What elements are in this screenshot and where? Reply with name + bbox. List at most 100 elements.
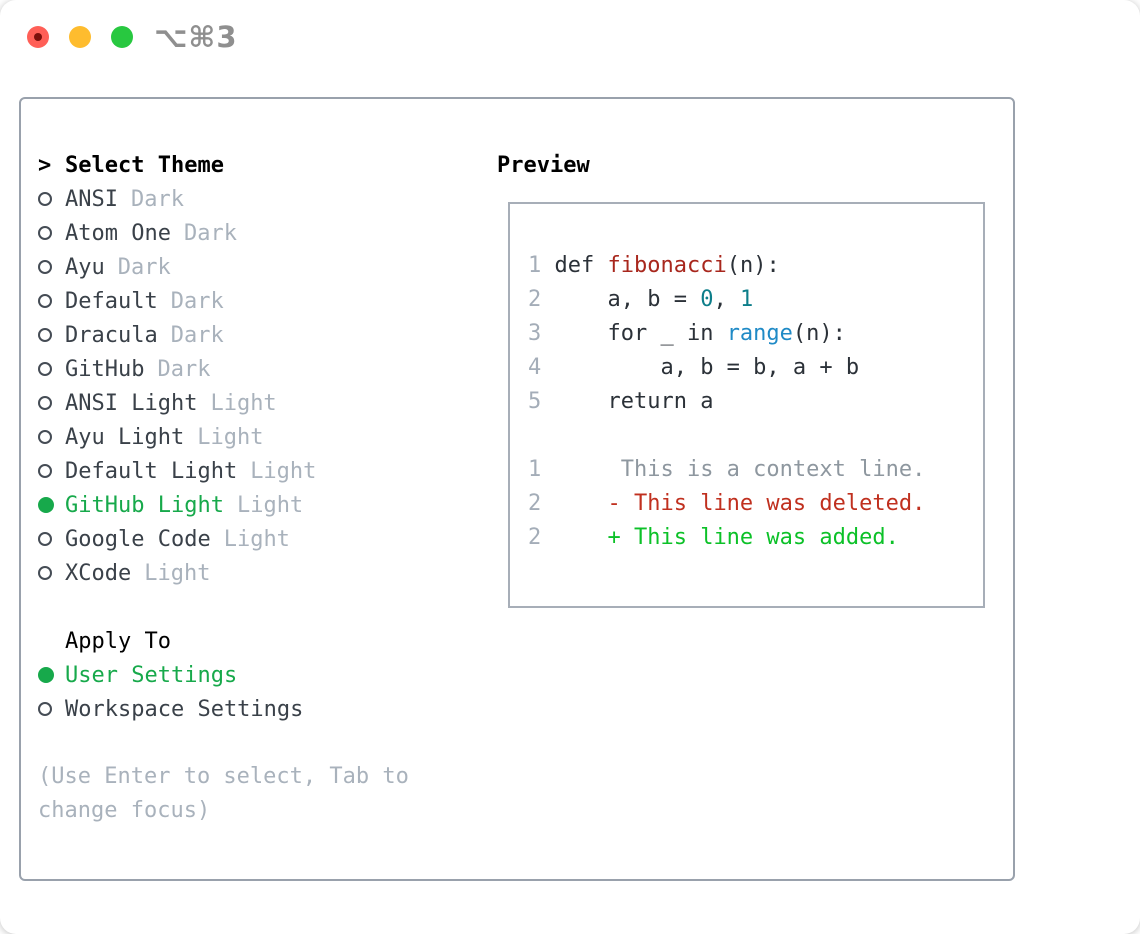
theme-name: GitHub Light xyxy=(65,492,224,518)
theme-name: Google Code xyxy=(65,526,211,552)
code-line: 3 for _ in range(n): xyxy=(528,316,983,350)
theme-variant: Light xyxy=(236,492,304,518)
code-token: for _ in xyxy=(554,320,727,346)
theme-option[interactable]: Google Code Light xyxy=(38,522,478,556)
theme-variant: Dark xyxy=(170,322,224,348)
code-line: 2 + This line was added. xyxy=(528,520,983,554)
titlebar: ⌥⌘3 xyxy=(0,0,1140,70)
theme-name: Ayu xyxy=(65,254,105,280)
theme-variant: Light xyxy=(197,424,264,450)
theme-option[interactable]: Ayu Dark xyxy=(38,250,478,284)
code-token: , xyxy=(713,286,740,312)
theme-option[interactable]: ANSI Light Light xyxy=(38,386,478,420)
code-token: fibonacci xyxy=(607,252,727,278)
theme-variant: Dark xyxy=(170,288,224,314)
apply-option-label: Workspace Settings xyxy=(65,696,304,722)
radio-icon xyxy=(38,192,65,206)
code-line: 1 def fibonacci(n): xyxy=(528,248,983,282)
code-token: def xyxy=(554,252,608,278)
preview-header: Preview xyxy=(497,152,590,178)
theme-option[interactable]: Default Dark xyxy=(38,284,478,318)
theme-name: GitHub xyxy=(65,356,145,382)
radio-icon xyxy=(38,260,65,274)
theme-name: Default xyxy=(65,288,158,314)
code-token: a, b = xyxy=(554,286,701,312)
theme-option[interactable]: Dracula Dark xyxy=(38,318,478,352)
code-line: 5 return a xyxy=(528,384,983,418)
code-token: + This line was added. xyxy=(554,524,899,550)
apply-option[interactable]: Workspace Settings xyxy=(38,692,478,726)
radio-icon xyxy=(38,396,65,410)
theme-option[interactable]: GitHub Light Light xyxy=(38,488,478,522)
theme-option[interactable]: XCode Light xyxy=(38,556,478,590)
selected-radio-icon xyxy=(38,667,65,683)
code-token: (n): xyxy=(792,320,846,346)
line-number: 2 xyxy=(528,524,555,550)
apply-option-label: User Settings xyxy=(65,662,238,688)
code-token: 1 xyxy=(739,286,754,312)
radio-icon xyxy=(38,362,65,376)
spacer xyxy=(38,590,478,624)
apply-to-header: Apply To xyxy=(65,628,171,654)
selected-radio-icon xyxy=(38,497,65,513)
close-button[interactable] xyxy=(27,26,49,48)
close-dot-icon xyxy=(34,33,42,41)
select-theme-header: Select Theme xyxy=(65,152,224,178)
code-line: 1 This is a context line. xyxy=(528,452,983,486)
theme-option[interactable]: Default Light Light xyxy=(38,454,478,488)
focus-caret-icon: > xyxy=(38,152,52,178)
theme-name: ANSI Light xyxy=(65,390,198,416)
theme-option[interactable]: Atom One Dark xyxy=(38,216,478,250)
radio-icon xyxy=(38,702,65,716)
theme-name: Dracula xyxy=(65,322,158,348)
theme-name: Atom One xyxy=(65,220,171,246)
radio-icon xyxy=(38,430,65,444)
window-title: ⌥⌘3 xyxy=(154,20,238,54)
line-number: 4 xyxy=(528,354,555,380)
code-token: (n): xyxy=(726,252,780,278)
theme-variant: Dark xyxy=(183,220,237,246)
theme-option[interactable]: GitHub Dark xyxy=(38,352,478,386)
code-token: - This line was deleted. xyxy=(554,490,926,516)
code-token: This is a context line. xyxy=(554,456,926,482)
line-number: 2 xyxy=(528,490,555,516)
line-number: 1 xyxy=(528,252,555,278)
radio-icon xyxy=(38,226,65,240)
theme-variant: Light xyxy=(250,458,317,484)
theme-variant: Dark xyxy=(157,356,211,382)
code-line xyxy=(528,418,983,452)
line-number: 2 xyxy=(528,286,555,312)
code-token: return a xyxy=(554,388,714,414)
theme-name: Ayu Light xyxy=(65,424,185,450)
code-token: range xyxy=(726,320,793,346)
select-theme-header-row: > Select Theme xyxy=(38,148,478,182)
radio-icon xyxy=(38,294,65,308)
theme-option[interactable]: ANSI Dark xyxy=(38,182,478,216)
code-line: 4 a, b = b, a + b xyxy=(528,350,983,384)
radio-icon xyxy=(38,566,65,580)
theme-name: ANSI xyxy=(65,186,118,212)
theme-option[interactable]: Ayu Light Light xyxy=(38,420,478,454)
theme-variant: Dark xyxy=(130,186,184,212)
line-number: 5 xyxy=(528,388,555,414)
radio-icon xyxy=(38,532,65,546)
theme-variant: Light xyxy=(144,560,211,586)
theme-variant: Light xyxy=(223,526,290,552)
minimize-button[interactable] xyxy=(69,26,91,48)
theme-variant: Dark xyxy=(117,254,171,280)
theme-name: XCode xyxy=(65,560,132,586)
line-number: 3 xyxy=(528,320,555,346)
radio-icon xyxy=(38,464,65,478)
theme-variant: Light xyxy=(210,390,277,416)
apply-option[interactable]: User Settings xyxy=(38,658,478,692)
zoom-button[interactable] xyxy=(111,26,133,48)
theme-name: Default Light xyxy=(65,458,238,484)
keyboard-hint: (Use Enter to select, Tab to change focu… xyxy=(38,764,409,823)
